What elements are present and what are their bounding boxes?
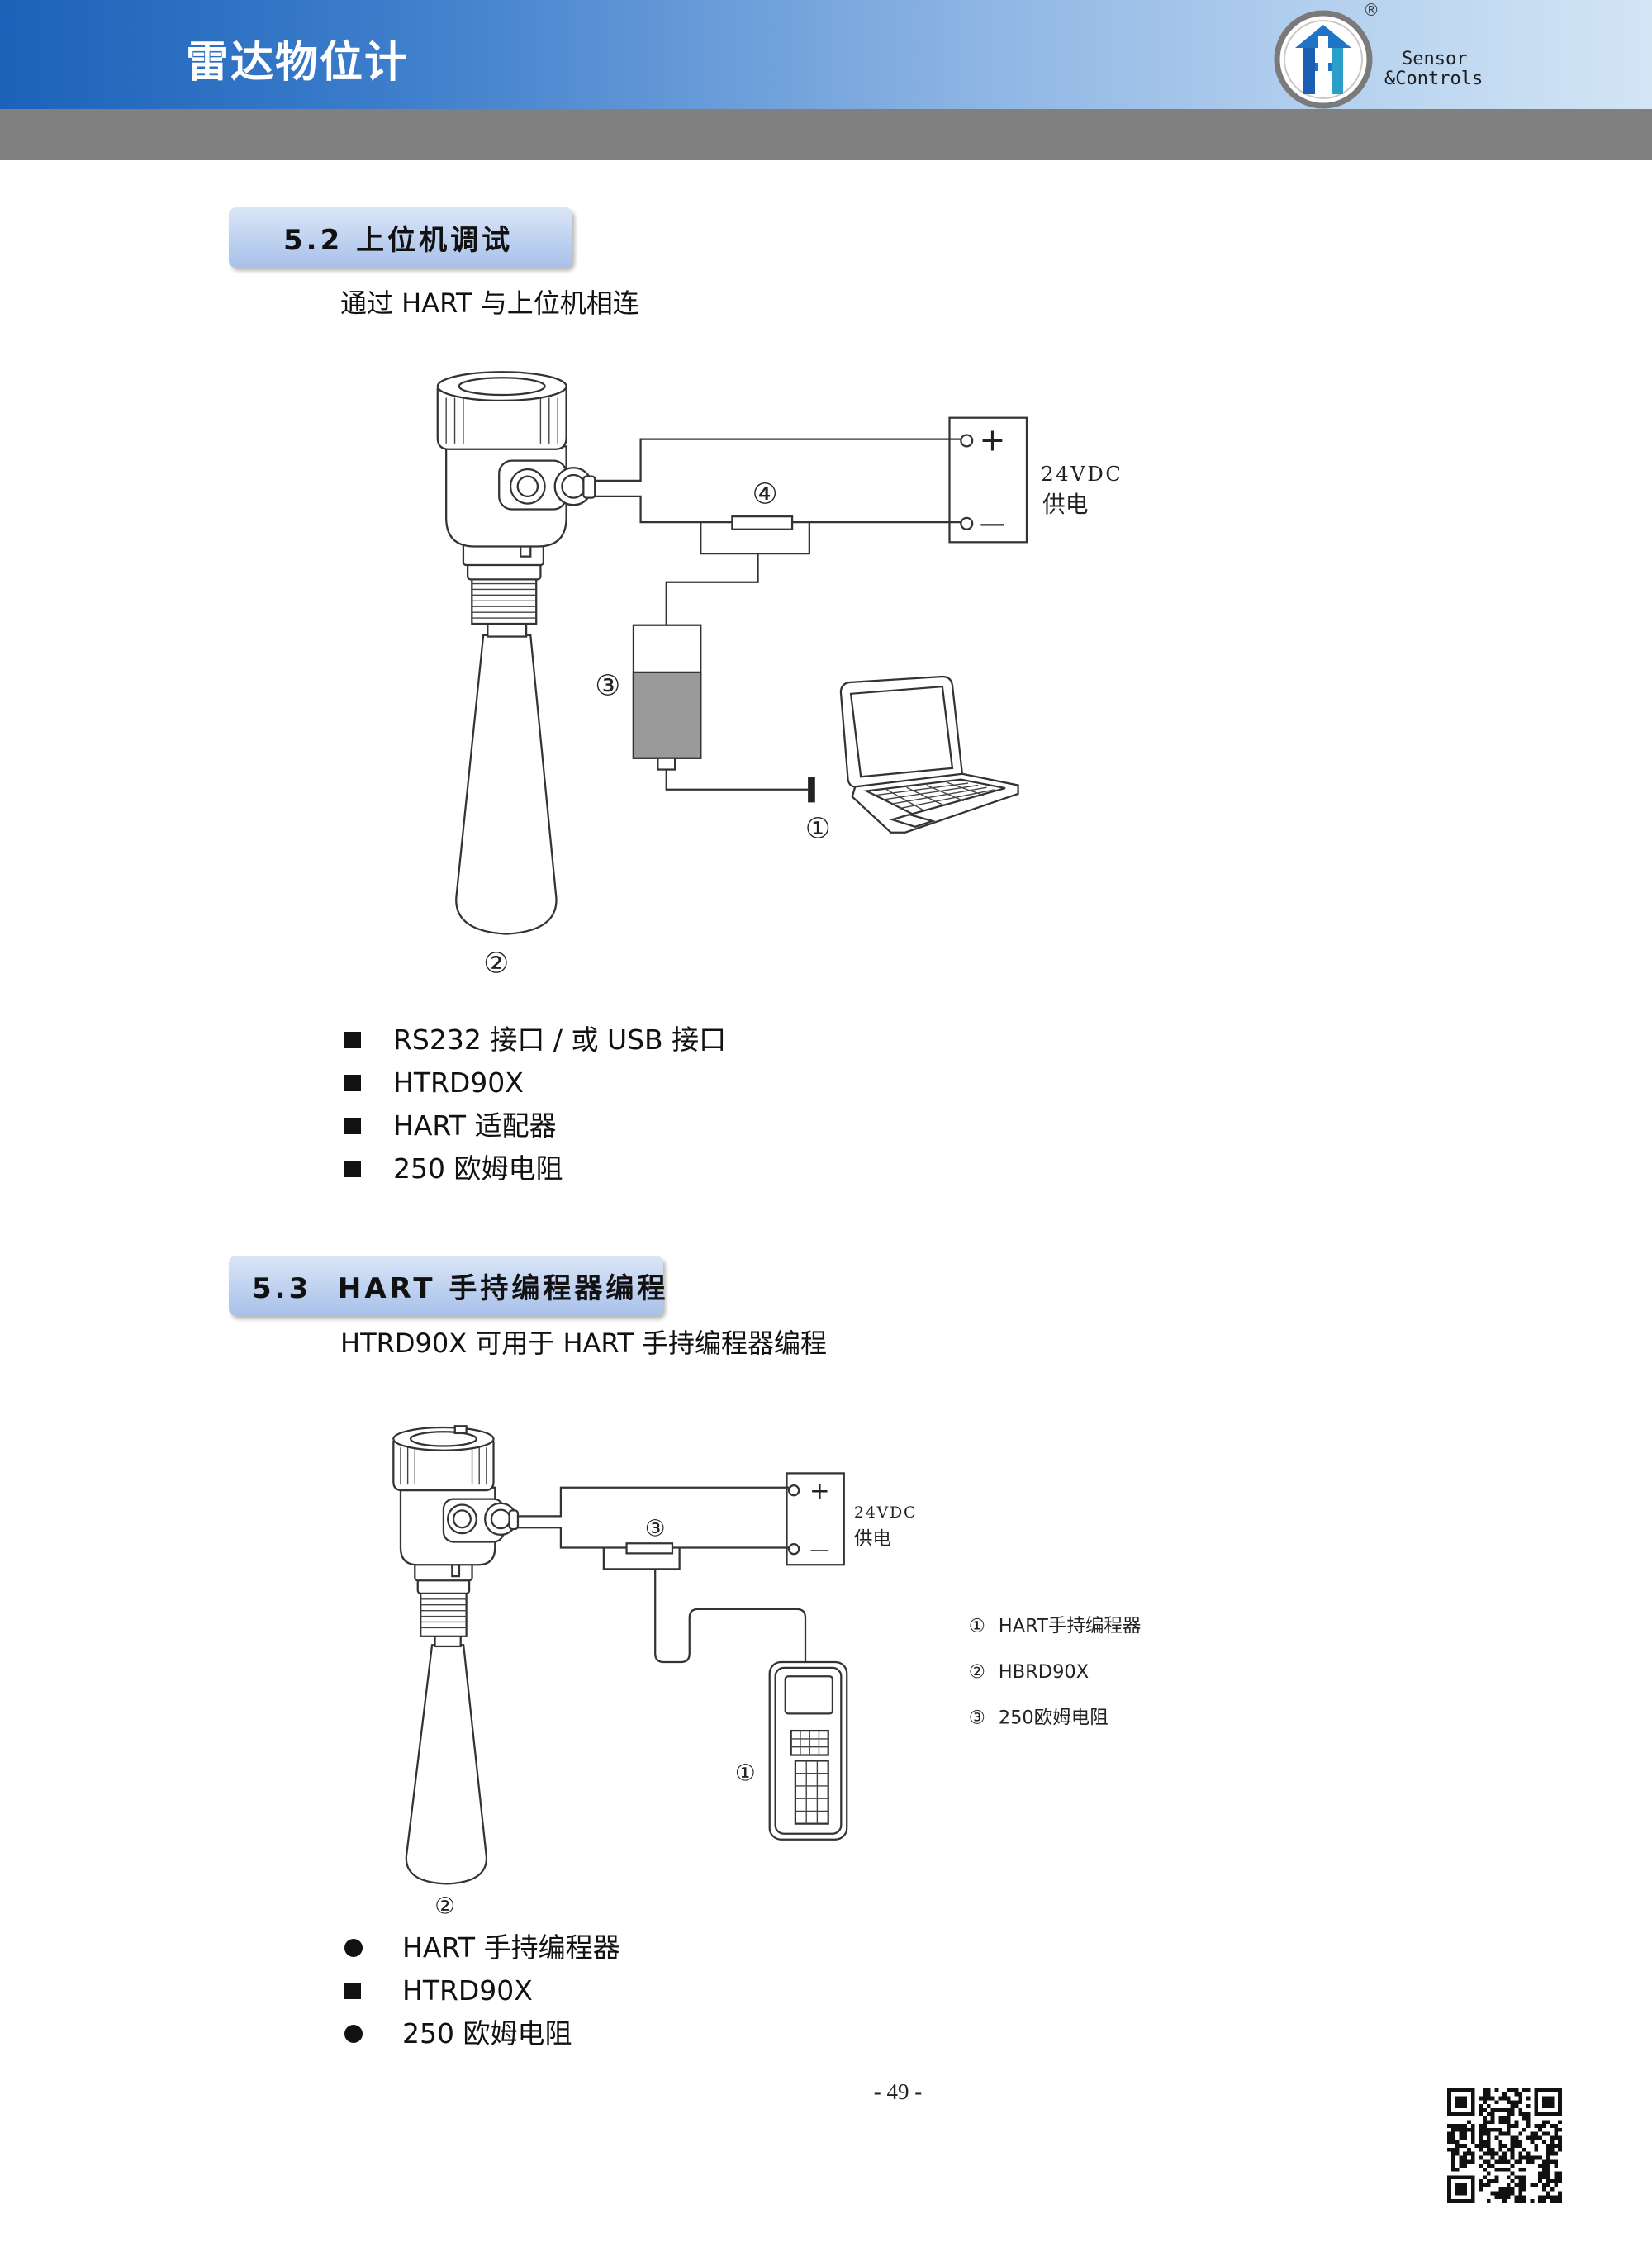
page-title: 雷达物位计 bbox=[186, 38, 410, 88]
section-heading-box: 5.3 HART 手持编程器编程 bbox=[229, 1256, 665, 1316]
legend-marker: ① bbox=[969, 1616, 985, 1637]
resistor-symbol bbox=[625, 1542, 674, 1555]
list-item-text: HART 手持编程器 bbox=[402, 1931, 620, 1964]
bullet-square-icon bbox=[344, 1118, 361, 1134]
power-voltage-label: 24VDC bbox=[854, 1503, 917, 1522]
list-item: HART 适配器 bbox=[344, 1108, 557, 1144]
bullet-square-icon bbox=[344, 1983, 361, 1999]
list-item-text: 250 欧姆电阻 bbox=[393, 1152, 563, 1185]
marker-4-label: ④ bbox=[752, 478, 778, 511]
power-plus-label: + bbox=[979, 422, 1005, 458]
terminal-positive bbox=[960, 434, 974, 448]
wire-negative bbox=[595, 495, 961, 524]
marker-1-label: ① bbox=[735, 1760, 756, 1787]
list-item: HART 手持编程器 bbox=[344, 1930, 620, 1966]
power-supply-box bbox=[786, 1472, 845, 1566]
section-intro: 通过 HART 与上位机相连 bbox=[340, 287, 639, 319]
power-plus-label: + bbox=[809, 1477, 830, 1505]
marker-1-label: ① bbox=[805, 813, 831, 846]
laptop-illustration bbox=[839, 675, 1019, 834]
section-heading-box: 5.2 上位机调试 bbox=[229, 207, 572, 268]
logo-text-sensor: Sensor bbox=[1402, 49, 1468, 69]
connector-plug bbox=[808, 777, 815, 803]
bullet-square-icon bbox=[344, 1161, 361, 1177]
logo-text-controls: &Controls bbox=[1384, 69, 1483, 89]
legend-marker: ③ bbox=[969, 1707, 985, 1728]
wire-positive bbox=[595, 438, 961, 482]
power-supply-box bbox=[948, 416, 1028, 544]
diagram-legend: ① HART手持编程器 ② HBRD90X ③ 250欧姆电阻 bbox=[969, 1616, 1142, 1729]
company-logo-icon bbox=[1274, 10, 1373, 109]
radar-gauge-illustration bbox=[392, 1425, 520, 1885]
wire-negative bbox=[517, 1527, 790, 1549]
list-item-text: HTRD90X bbox=[393, 1066, 524, 1099]
list-item: HTRD90X bbox=[344, 1065, 524, 1101]
hart-handheld-programmer-illustration bbox=[768, 1660, 848, 1841]
marker-3-label: ③ bbox=[645, 1515, 666, 1542]
list-item-text: RS232 接口 / 或 USB 接口 bbox=[393, 1024, 727, 1056]
handheld-cable bbox=[602, 1547, 807, 1664]
legend-marker: ② bbox=[969, 1661, 985, 1683]
list-item: 250 欧姆电阻 bbox=[344, 1151, 563, 1187]
hart-handheld-connection-diagram: + — 24VDC 供电 ③ ① ② ① HART手持编程器 ② HBRD90X… bbox=[392, 1425, 1142, 1920]
wire-positive bbox=[517, 1486, 790, 1518]
list-item-text: HTRD90X bbox=[402, 1974, 533, 2007]
registered-mark: ® bbox=[1363, 0, 1379, 20]
qr-modules bbox=[1447, 2088, 1562, 2203]
list-item: 250 欧姆电阻 bbox=[344, 2016, 572, 2052]
bullet-square-icon bbox=[344, 1032, 361, 1048]
list-item: RS232 接口 / 或 USB 接口 bbox=[344, 1022, 726, 1058]
list-item-text: 250 欧姆电阻 bbox=[402, 2017, 572, 2050]
power-minus-label: — bbox=[980, 509, 1005, 539]
radar-gauge-illustration bbox=[436, 371, 596, 935]
resistor-symbol bbox=[731, 515, 794, 530]
adapter-wire bbox=[665, 522, 810, 625]
legend-text: HBRD90X bbox=[999, 1661, 1089, 1683]
power-voltage-label: 24VDC bbox=[1041, 463, 1123, 486]
hart-pc-connection-diagram: + — 24VDC 供电 ④ ③ ① ② bbox=[436, 371, 1123, 980]
hart-adapter-illustration bbox=[632, 624, 702, 771]
qr-code-icon bbox=[1447, 2088, 1562, 2203]
marker-2-label: ② bbox=[434, 1893, 455, 1920]
section-heading: 5.3 HART 手持编程器编程 bbox=[252, 1272, 669, 1305]
power-label: 供电 bbox=[854, 1528, 891, 1550]
terminal-negative bbox=[960, 516, 974, 530]
list-item-text: HART 适配器 bbox=[393, 1109, 557, 1142]
power-minus-label: — bbox=[809, 1537, 829, 1561]
section-intro: HTRD90X 可用于 HART 手持编程器编程 bbox=[340, 1328, 828, 1359]
bullet-circle-icon bbox=[344, 2025, 363, 2043]
bullet-square-icon bbox=[344, 1075, 361, 1091]
marker-2-label: ② bbox=[483, 947, 509, 980]
power-label: 供电 bbox=[1042, 491, 1088, 518]
bullet-circle-icon bbox=[344, 1939, 363, 1957]
marker-3-label: ③ bbox=[595, 670, 620, 703]
legend-text: HART手持编程器 bbox=[999, 1616, 1142, 1637]
header-gray-band bbox=[0, 109, 1652, 160]
page-number: - 49 - bbox=[873, 2079, 923, 2104]
legend-text: 250欧姆电阻 bbox=[999, 1707, 1108, 1728]
usb-cable bbox=[665, 769, 809, 791]
list-item: HTRD90X bbox=[344, 1973, 533, 2009]
terminal-negative bbox=[787, 1542, 800, 1556]
header-bar bbox=[0, 0, 1652, 109]
section-heading: 5.2 上位机调试 bbox=[283, 224, 514, 257]
terminal-positive bbox=[787, 1484, 800, 1497]
